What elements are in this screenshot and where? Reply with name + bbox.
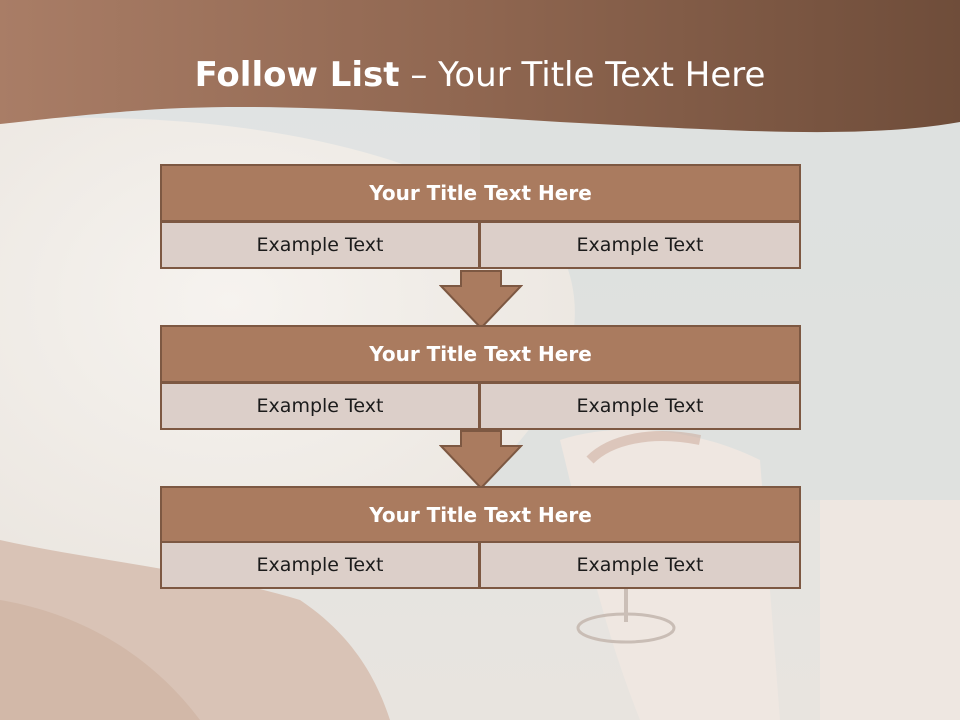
list-block-3: Your Title Text Here Example Text Exampl…: [160, 486, 801, 592]
slide-title-bold: Follow List: [194, 55, 400, 95]
down-arrow-icon: [439, 430, 523, 490]
block-right-cell: Example Text: [479, 221, 801, 269]
block-title: Your Title Text Here: [160, 325, 801, 383]
block-left-cell: Example Text: [160, 221, 480, 269]
block-right-cell: Example Text: [479, 382, 801, 430]
list-block-1: Your Title Text Here Example Text Exampl…: [160, 164, 801, 270]
block-left-cell: Example Text: [160, 541, 480, 589]
slide-title: Follow List – Your Title Text Here: [0, 52, 960, 98]
header-band: [0, 0, 960, 133]
block-left-cell: Example Text: [160, 382, 480, 430]
list-block-2: Your Title Text Here Example Text Exampl…: [160, 325, 801, 431]
block-title: Your Title Text Here: [160, 486, 801, 544]
block-right-cell: Example Text: [479, 541, 801, 589]
slide-title-rest: – Your Title Text Here: [399, 55, 766, 95]
block-title: Your Title Text Here: [160, 164, 801, 222]
down-arrow-icon: [439, 270, 523, 330]
